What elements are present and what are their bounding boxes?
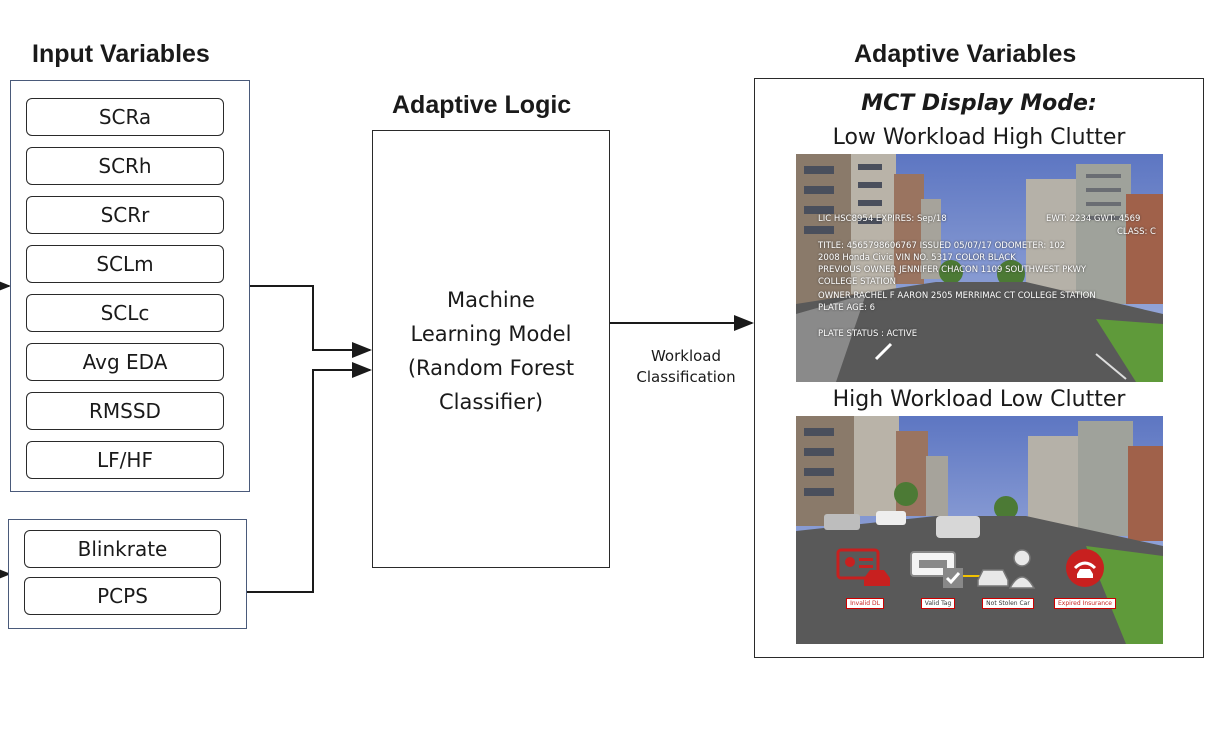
alert-label: Expired Insurance [1054, 598, 1116, 609]
adaptive-variables-box: MCT Display Mode: Low Workload High Clut… [754, 78, 1204, 658]
overlay-vehicle: 2008 Honda Civic VIN NO. 5317 COLOR BLAC… [818, 253, 1016, 263]
alert-label: Not Stolen Car [982, 598, 1034, 609]
alert-card-valid-tag: Valid Tag [909, 546, 967, 609]
input-variable-scrr: SCRr [26, 196, 224, 234]
arrow-group1-to-logic [250, 285, 372, 358]
overlay-lic: LIC HSC8954 EXPIRES: Sep/18 [818, 214, 947, 224]
input-variable-rmssd: RMSSD [26, 392, 224, 430]
overlay-prev-city: COLLEGE STATION [818, 277, 896, 287]
connector-label-line-2: Classification [636, 368, 736, 386]
scene2-title: High Workload Low Clutter [832, 387, 1126, 412]
ml-model-line-1: Machine [447, 288, 535, 312]
input-variable-blinkrate: Blinkrate [24, 530, 221, 568]
workload-classification-label: Workload Classification [622, 346, 750, 388]
arrow-group2-to-logic [247, 362, 372, 593]
license-car-icon [836, 546, 894, 595]
car-person-icon [976, 546, 1040, 595]
tag-check-icon [909, 546, 967, 595]
overlay-prev-owner: PREVIOUS OWNER JENNIFER CHACON 1109 SOUT… [818, 265, 1087, 275]
connector-label-line-1: Workload [650, 347, 722, 365]
overlay-title: TITLE: 4565798606767 ISSUED 05/07/17 ODO… [818, 241, 1066, 251]
ml-model-line-3: (Random Forest [407, 356, 575, 380]
alert-label: Invalid DL [846, 598, 884, 609]
input-variable-avg-eda: Avg EDA [26, 343, 224, 381]
alert-card-expired-insurance: Expired Insurance [1054, 546, 1116, 609]
input-variable-scrh: SCRh [26, 147, 224, 185]
input-variable-lf-hf: LF/HF [26, 441, 224, 479]
input-variables-heading: Input Variables [32, 40, 210, 68]
alert-card-not-stolen-car: Not Stolen Car [976, 546, 1040, 609]
scene-high-workload-low-clutter: Invalid DL Valid Tag Not Stolen Car Expired… [796, 416, 1163, 644]
ml-model-line-4: Classifier) [438, 390, 544, 414]
street-scene-2 [796, 416, 1163, 644]
ml-model-line-2: Learning Model [410, 322, 572, 346]
alert-card-invalid-dl: Invalid DL [836, 546, 894, 609]
adaptive-logic-heading: Adaptive Logic [392, 91, 572, 119]
input-variable-scra: SCRa [26, 98, 224, 136]
overlay-class: CLASS: C [1117, 227, 1156, 237]
scene1-title: Low Workload High Clutter [832, 125, 1126, 150]
scene-low-workload-high-clutter: LIC HSC8954 EXPIRES: Sep/18 EWT: 2234 GW… [796, 154, 1163, 382]
alert-label: Valid Tag [920, 598, 956, 609]
input-variable-sclm: SCLm [26, 245, 224, 283]
input-variable-sclc: SCLc [26, 294, 224, 332]
insurance-icon [1063, 546, 1107, 595]
ml-model-box: Machine Learning Model (Random Forest Cl… [372, 130, 610, 568]
overlay-owner: OWNER RACHEL F AARON 2505 MERRIMAC CT CO… [818, 291, 1096, 301]
overlay-plate-status: PLATE STATUS : ACTIVE [818, 329, 918, 339]
input-group-physiological [10, 80, 250, 492]
input-variable-pcps: PCPS [24, 577, 221, 615]
adaptive-variables-heading: Adaptive Variables [854, 40, 1077, 68]
overlay-weights: EWT: 2234 GWT: 4569 [1046, 214, 1141, 224]
overlay-plate-age: PLATE AGE: 6 [818, 303, 876, 313]
mct-display-mode-title: MCT Display Mode: [861, 91, 1097, 116]
street-scene-1 [796, 154, 1163, 382]
